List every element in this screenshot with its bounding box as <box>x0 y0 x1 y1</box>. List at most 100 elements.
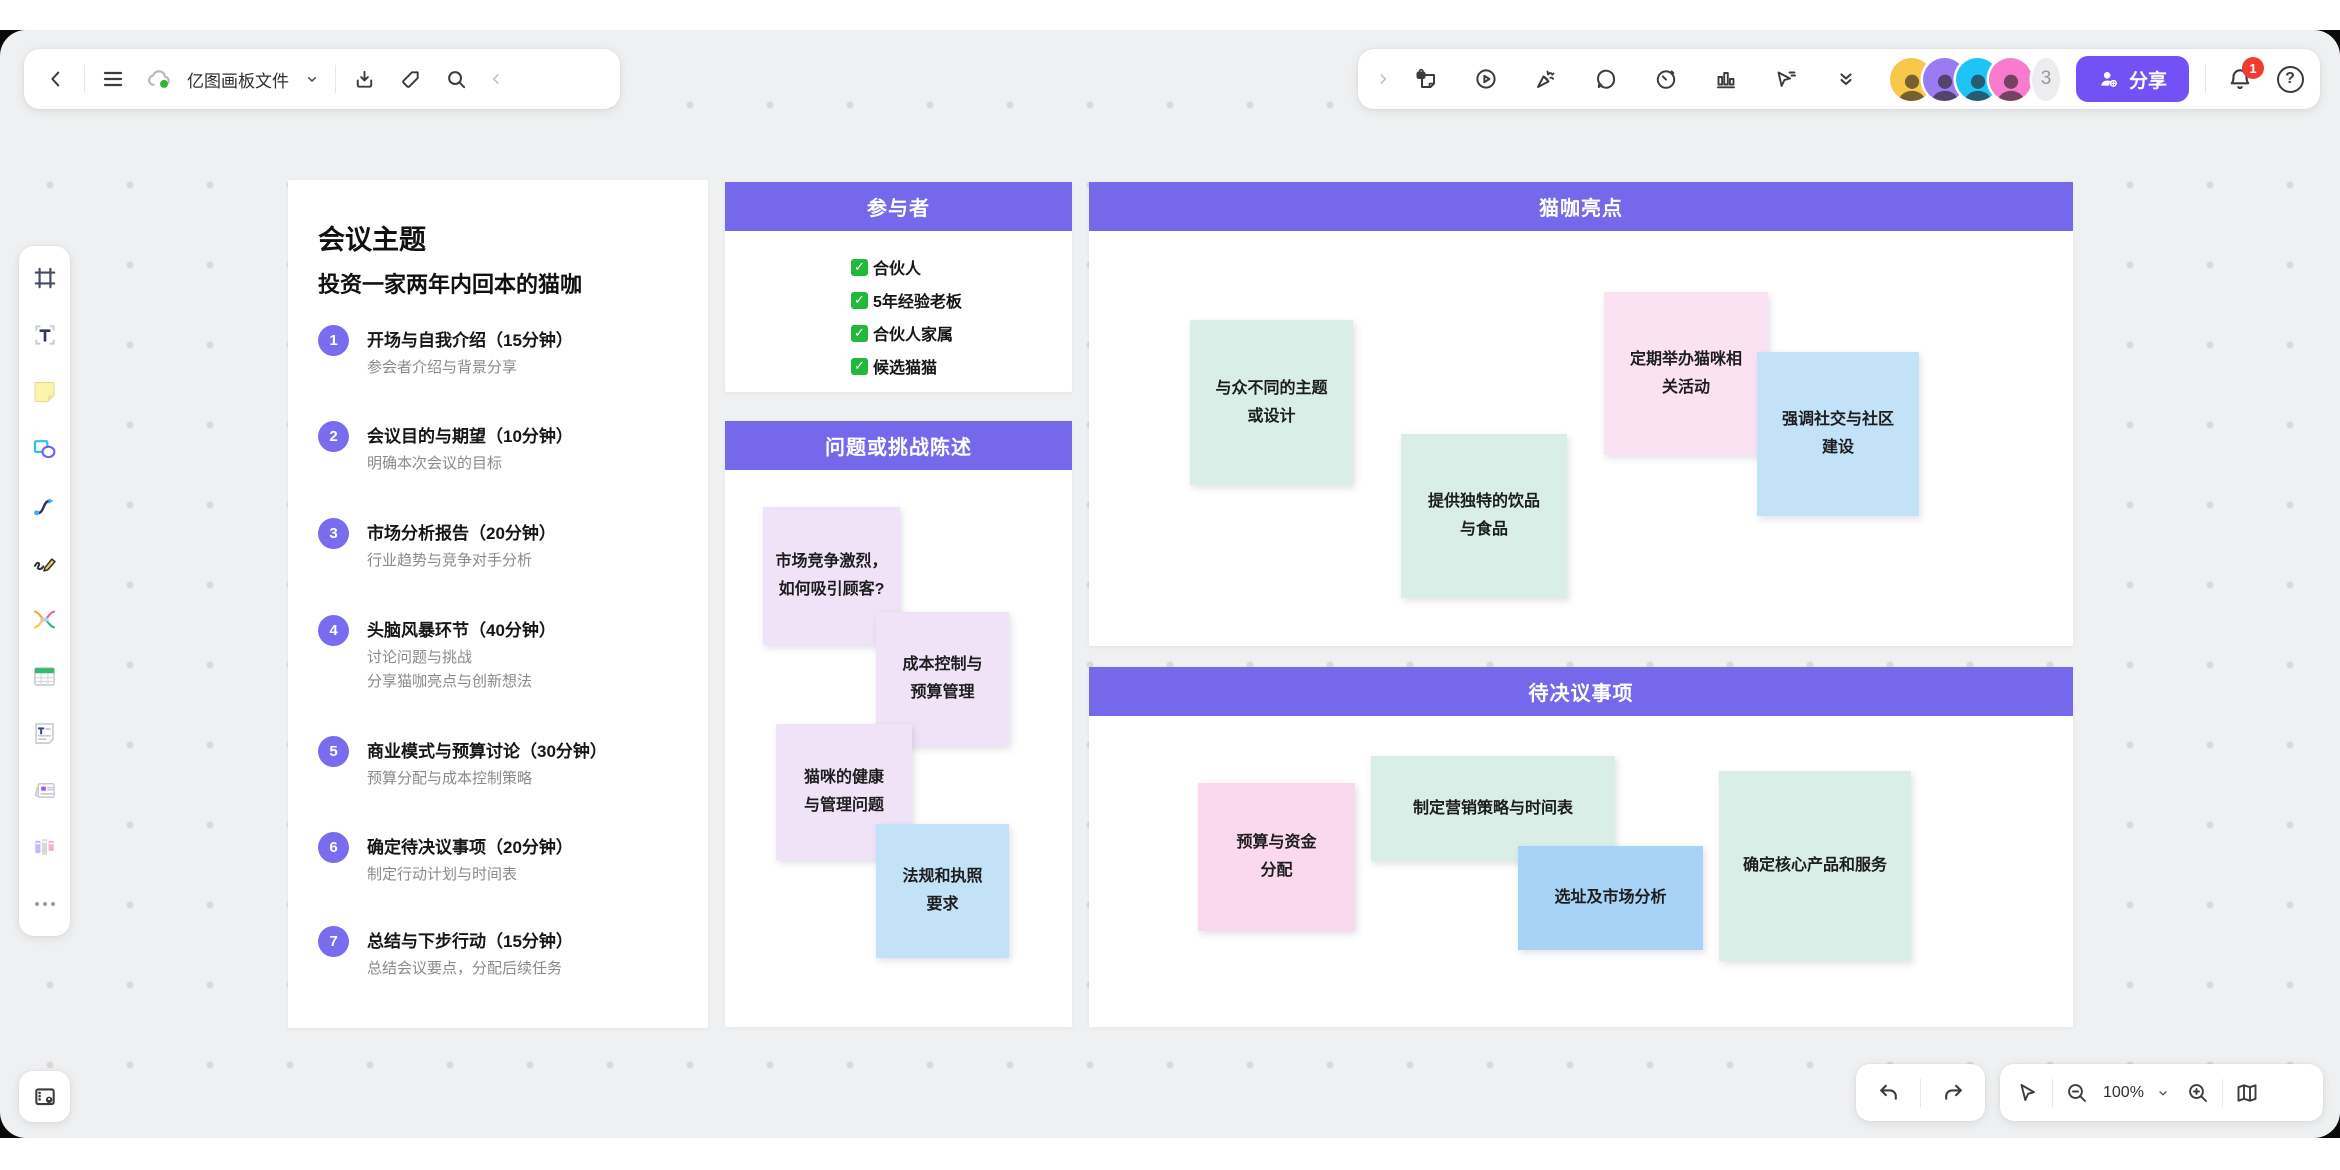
participant-label: 合伙人家属 <box>873 327 954 344</box>
tool-text[interactable] <box>23 313 67 357</box>
check-icon: ✓ <box>851 357 868 375</box>
map-icon <box>2237 1083 2257 1102</box>
tool-mindmap[interactable] <box>23 597 67 641</box>
confetti-icon <box>1537 70 1555 88</box>
tool-frame[interactable] <box>23 256 67 300</box>
tag-icon <box>401 70 419 88</box>
sticky-note[interactable]: 确定核心产品和服务 <box>1719 771 1911 961</box>
sticky-note[interactable]: 定期举办猫咪相 关活动 <box>1604 292 1768 455</box>
laser-pointer-icon <box>1777 71 1796 87</box>
redo-button[interactable] <box>1935 1075 1971 1111</box>
sticky-note[interactable]: 强调社交与社区 建设 <box>1757 352 1919 516</box>
agenda-item-number: 1 <box>318 325 349 356</box>
sticky-note[interactable]: 选址及市场分析 <box>1518 846 1703 950</box>
frames-list-pill <box>19 1071 70 1122</box>
zoom-level[interactable]: 100% <box>2103 1083 2144 1101</box>
kanban-icon <box>35 838 54 855</box>
topbar-right: 3 分享 1 ? <box>1358 49 2320 109</box>
document-menu-button[interactable] <box>299 61 325 97</box>
tool-connector[interactable] <box>23 484 67 528</box>
search-button[interactable] <box>438 61 474 97</box>
agenda-item-number: 7 <box>318 926 349 957</box>
back-button[interactable] <box>38 61 74 97</box>
celebrate-button[interactable] <box>1528 61 1564 97</box>
comment-button[interactable] <box>1588 61 1624 97</box>
document-icon <box>35 722 54 744</box>
participant-item: ✓候选猫猫 <box>851 354 1072 378</box>
zoom-in-button[interactable] <box>2180 1075 2216 1111</box>
sticky-note[interactable]: 提供独特的饮品 与食品 <box>1401 434 1567 598</box>
laser-pointer-button[interactable] <box>1768 61 1804 97</box>
more-toolbar-button[interactable] <box>1828 61 1864 97</box>
tag-button[interactable] <box>392 61 428 97</box>
view-controls-pill: 100% <box>2000 1064 2323 1121</box>
participants-header: 参与者 <box>725 182 1072 231</box>
collaborator-count-badge[interactable]: 3 <box>2032 57 2060 101</box>
notifications-button[interactable] <box>2222 61 2258 97</box>
sticky-note[interactable]: 与众不同的主题 或设计 <box>1190 320 1353 485</box>
tool-shape[interactable] <box>23 427 67 471</box>
person-silhouette-icon <box>1963 74 1992 101</box>
sticky-note[interactable]: 制定营销策略与时间表 <box>1371 756 1615 861</box>
history-pill <box>1856 1064 1985 1121</box>
agenda-item-title: 市场分析报告（20分钟） <box>367 524 556 543</box>
document-title: 亿图画板文件 <box>187 71 289 91</box>
chevron-right-small-icon <box>1380 74 1387 84</box>
undo-button[interactable] <box>1870 1075 1906 1111</box>
shapes-icon <box>33 440 56 459</box>
bar-chart-icon <box>1717 72 1735 89</box>
present-button[interactable] <box>1468 61 1504 97</box>
collab-tools <box>1408 61 1864 97</box>
help-button[interactable]: ? <box>2272 61 2308 97</box>
tool-cards[interactable] <box>23 768 67 812</box>
tool-table[interactable] <box>23 654 67 698</box>
participants-panel[interactable]: 参与者 ✓合伙人✓5年经验老板✓合伙人家属✓候选猫猫 <box>725 182 1072 392</box>
sticky-note[interactable]: 成本控制与 预算管理 <box>876 612 1009 746</box>
zoom-out-button[interactable] <box>2059 1075 2095 1111</box>
tool-pen[interactable] <box>23 541 67 585</box>
poll-button[interactable] <box>1708 61 1744 97</box>
more-dots-icon <box>34 901 55 906</box>
expand-toolbar-button[interactable] <box>1370 61 1396 97</box>
sticky-note[interactable]: 法规和执照 要求 <box>876 824 1009 958</box>
tool-more[interactable] <box>23 882 67 926</box>
frames-panel-icon <box>34 1087 55 1105</box>
private-mode-button[interactable] <box>1408 61 1444 97</box>
problems-header: 问题或挑战陈述 <box>725 421 1072 470</box>
agenda-title: 会议主题 <box>318 225 426 255</box>
minimap-button[interactable] <box>2229 1075 2265 1111</box>
tool-sticky-note[interactable] <box>23 370 67 414</box>
divider <box>1920 1078 1921 1107</box>
timer-button[interactable] <box>1648 61 1684 97</box>
tool-kanban[interactable] <box>23 825 67 869</box>
participant-label: 5年经验老板 <box>873 294 962 311</box>
tool-palette <box>19 246 70 936</box>
zoom-menu-button[interactable] <box>2152 1075 2174 1111</box>
share-button[interactable]: 分享 <box>2075 56 2189 102</box>
cloud-sync-icon <box>141 61 177 97</box>
person-silhouette-icon <box>1897 74 1926 101</box>
agenda-item-desc: 行业趋势与竞争对手分析 <box>367 552 533 569</box>
agenda-item-number: 2 <box>318 421 349 452</box>
main-menu-button[interactable] <box>95 61 131 97</box>
select-cursor-button[interactable] <box>2010 1075 2046 1111</box>
chevron-down-icon <box>307 76 317 82</box>
zoom-in-icon <box>2189 1083 2207 1102</box>
frames-list-button[interactable] <box>27 1079 63 1115</box>
collaborator-avatar[interactable] <box>1989 57 2032 101</box>
sticky-note[interactable]: 预算与资金 分配 <box>1198 783 1355 931</box>
person-silhouette-icon <box>1930 74 1959 101</box>
hamburger-icon <box>103 71 123 87</box>
tool-document[interactable] <box>23 711 67 755</box>
collapse-toolbar-button[interactable] <box>484 61 508 97</box>
collaborator-avatars <box>1890 57 2032 101</box>
save-download-button[interactable] <box>346 61 382 97</box>
